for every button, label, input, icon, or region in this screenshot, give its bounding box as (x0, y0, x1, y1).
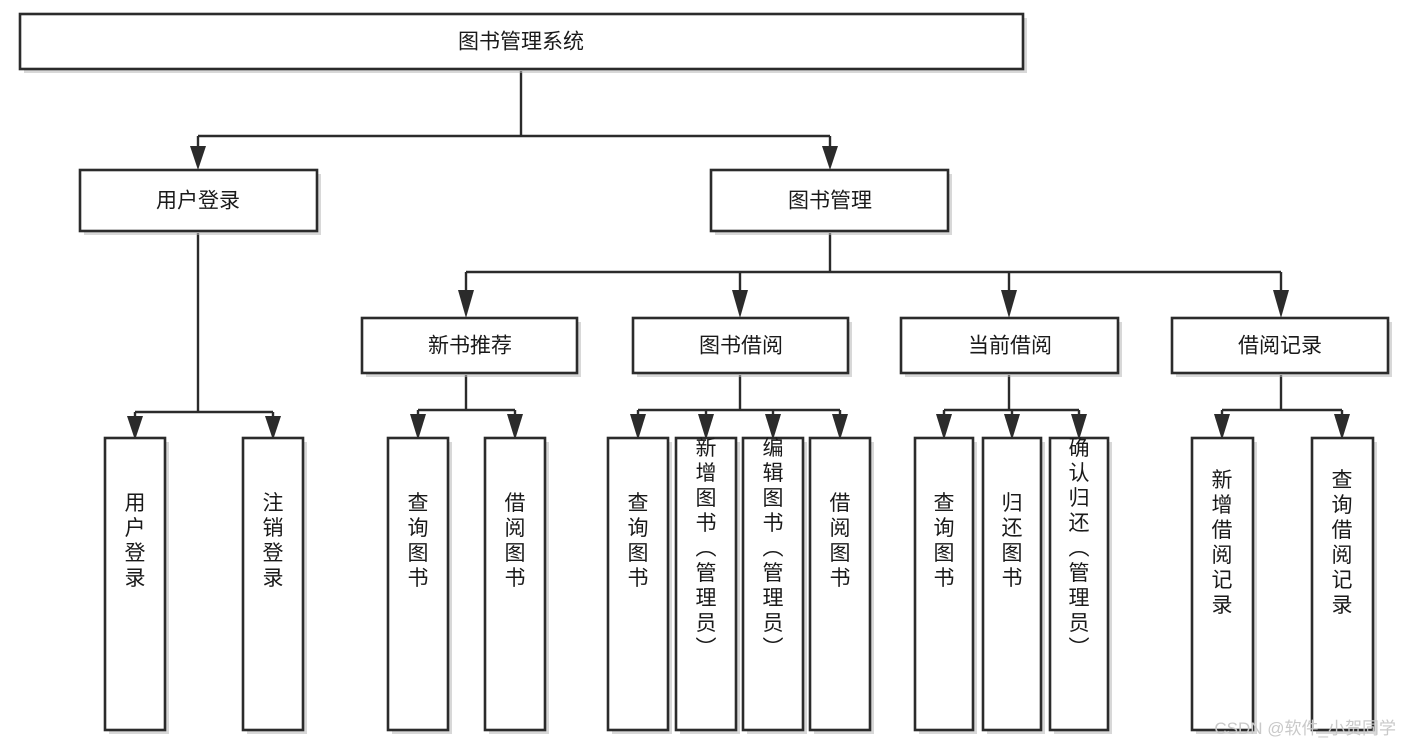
node-leaf-user-login[interactable]: 用户登录 (103, 436, 169, 734)
node-leaf-add-book[interactable]: 新增图书︵管理员︶ (674, 436, 740, 734)
node-leaf-return-book[interactable]: 归还图书 (981, 436, 1045, 734)
node-new-book-recommend[interactable]: 新书推荐 (360, 316, 581, 377)
node-user-login-box[interactable] (78, 168, 319, 233)
arrowhead-leaf-logout-login (265, 416, 281, 440)
arrowhead-leaf-confirm-return (1071, 414, 1087, 440)
node-book-borrow-box[interactable] (631, 316, 850, 375)
node-user-login-label: 用户登录 (156, 190, 240, 213)
node-leaf-query-record[interactable]: 查询借阅记录 (1310, 436, 1377, 734)
node-new-book-recommend-box[interactable] (360, 316, 579, 375)
node-leaf-user-login-box[interactable] (103, 436, 167, 732)
arrowhead-leaf-add-book (698, 414, 714, 440)
arrowhead-borrow-record (1273, 290, 1289, 318)
node-current-borrow-label: 当前借阅 (968, 335, 1052, 358)
node-layer: 图书管理系统 用户登录 图书管理 新书推荐 图书借阅 当前借阅 (18, 12, 1392, 734)
arrowhead-leaf-query-book-3 (936, 414, 952, 440)
node-leaf-logout-login-box[interactable] (241, 436, 305, 732)
node-leaf-add-book-label: 新增图书︵管理员︶ (696, 437, 717, 660)
node-leaf-query-book-3[interactable]: 查询图书 (913, 436, 977, 734)
node-leaf-edit-book[interactable]: 编辑图书︵管理员︶ (741, 436, 807, 734)
node-leaf-query-book-1-label: 查询图书 (408, 492, 429, 590)
arrowhead-book-borrow (732, 290, 748, 318)
edge-layer (127, 71, 1350, 440)
node-book-borrow[interactable]: 图书借阅 (631, 316, 852, 377)
node-book-manage-box[interactable] (709, 168, 950, 233)
node-leaf-confirm-return-label: 确认归还︵管理员︶ (1069, 437, 1090, 660)
node-leaf-add-record-label: 新增借阅记录 (1212, 469, 1233, 617)
node-leaf-confirm-return-box[interactable] (1048, 436, 1110, 732)
arrowhead-leaf-edit-book (765, 414, 781, 440)
node-leaf-user-login-label: 用户登录 (125, 492, 146, 590)
node-root-label: 图书管理系统 (458, 31, 584, 54)
node-leaf-query-book-2[interactable]: 查询图书 (606, 436, 672, 734)
node-leaf-query-book-2-box[interactable] (606, 436, 670, 732)
node-leaf-borrow-book-2-box[interactable] (808, 436, 872, 732)
node-leaf-query-book-1[interactable]: 查询图书 (386, 436, 452, 734)
node-leaf-query-book-3-box[interactable] (913, 436, 975, 732)
node-leaf-borrow-book-2[interactable]: 借阅图书 (808, 436, 874, 734)
node-leaf-add-record[interactable]: 新增借阅记录 (1190, 436, 1257, 734)
node-leaf-return-book-box[interactable] (981, 436, 1043, 732)
node-user-login[interactable]: 用户登录 (78, 168, 321, 235)
node-borrow-record[interactable]: 借阅记录 (1170, 316, 1392, 377)
arrowhead-leaf-user-login (127, 416, 143, 440)
arrowhead-leaf-query-book-2 (630, 414, 646, 440)
node-current-borrow[interactable]: 当前借阅 (899, 316, 1122, 377)
arrowhead-leaf-query-record (1334, 414, 1350, 440)
node-leaf-borrow-book-2-label: 借阅图书 (830, 492, 851, 590)
arrowhead-book-manage (822, 146, 838, 170)
node-current-borrow-box[interactable] (899, 316, 1120, 375)
node-borrow-record-label: 借阅记录 (1238, 335, 1322, 358)
node-leaf-edit-book-label: 编辑图书︵管理员︶ (763, 437, 784, 660)
node-borrow-record-box[interactable] (1170, 316, 1390, 375)
node-leaf-query-record-box[interactable] (1310, 436, 1375, 732)
node-leaf-confirm-return[interactable]: 确认归还︵管理员︶ (1048, 436, 1112, 734)
arrowhead-user-login (190, 146, 206, 170)
node-book-manage-label: 图书管理 (788, 190, 872, 213)
arrowhead-leaf-return-book (1004, 414, 1020, 440)
arrowhead-leaf-add-record (1214, 414, 1230, 440)
node-leaf-query-book-2-label: 查询图书 (628, 492, 649, 590)
arrowhead-new-book-recommend (458, 290, 474, 318)
arrowhead-leaf-query-book-1 (410, 414, 426, 440)
node-leaf-borrow-book-1[interactable]: 借阅图书 (483, 436, 549, 734)
node-leaf-return-book-label: 归还图书 (1002, 492, 1023, 590)
node-leaf-logout-login-label: 注销登录 (263, 492, 284, 590)
node-book-manage[interactable]: 图书管理 (709, 168, 952, 235)
arrowhead-current-borrow (1001, 290, 1017, 318)
node-root[interactable]: 图书管理系统 (18, 12, 1027, 73)
arrowhead-leaf-borrow-book-1 (507, 414, 523, 440)
node-leaf-borrow-book-1-label: 借阅图书 (505, 492, 526, 590)
node-leaf-borrow-book-1-box[interactable] (483, 436, 547, 732)
node-new-book-recommend-label: 新书推荐 (428, 335, 512, 358)
node-leaf-logout-login[interactable]: 注销登录 (241, 436, 307, 734)
node-root-box[interactable] (18, 12, 1025, 71)
arrowhead-leaf-borrow-book-2 (832, 414, 848, 440)
node-leaf-add-book-box[interactable] (674, 436, 738, 732)
watermark-text: CSDN @软件_小贺同学 (1214, 719, 1396, 738)
node-book-borrow-label: 图书借阅 (699, 335, 783, 358)
node-leaf-query-book-1-box[interactable] (386, 436, 450, 732)
node-leaf-edit-book-box[interactable] (741, 436, 805, 732)
node-leaf-query-book-3-label: 查询图书 (934, 492, 955, 590)
node-leaf-add-record-box[interactable] (1190, 436, 1255, 732)
node-leaf-query-record-label: 查询借阅记录 (1332, 469, 1353, 617)
